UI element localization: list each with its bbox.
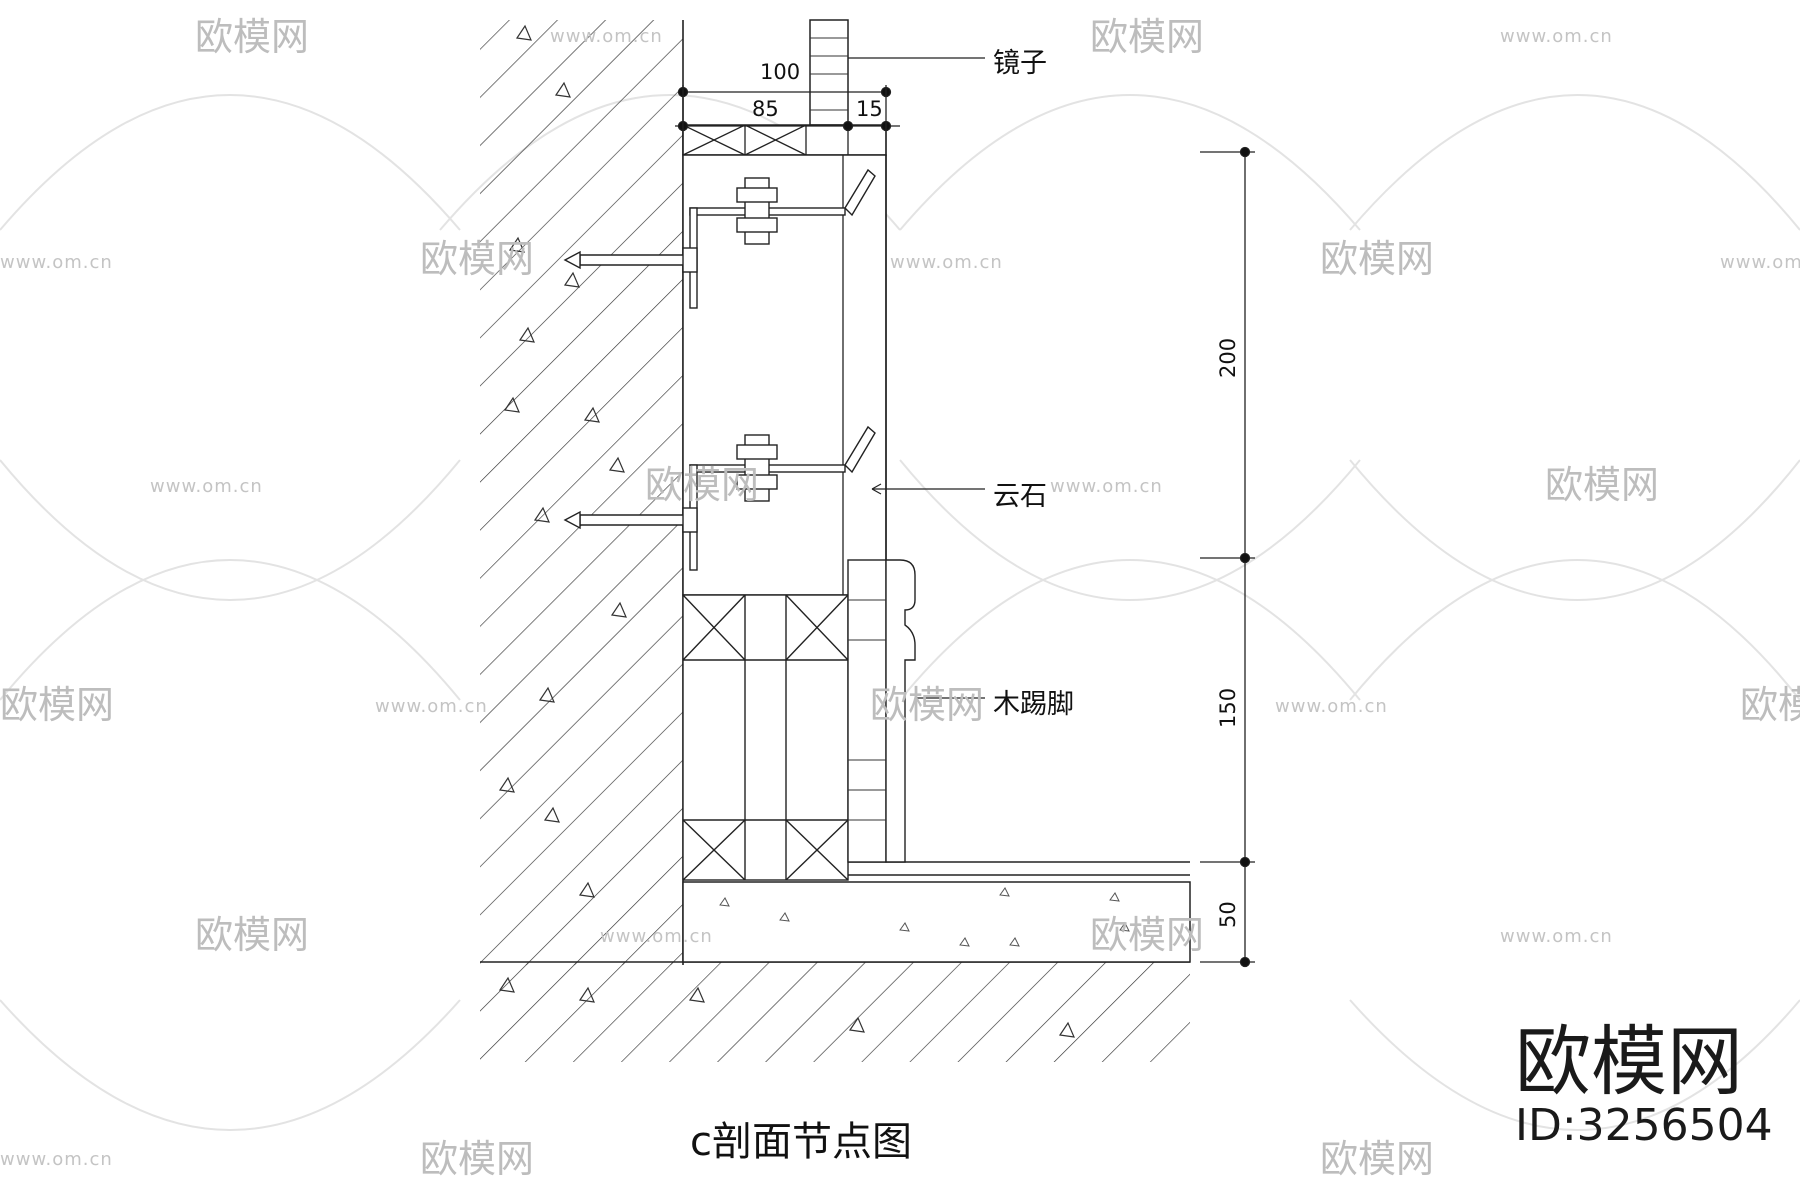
dim-right-lower: 50 (1216, 901, 1240, 928)
dim-top-total: 100 (760, 60, 800, 84)
right-dimensions (1200, 146, 1255, 968)
dim-top-left: 85 (752, 97, 779, 121)
label-marble: 云石 (993, 481, 1047, 512)
watermark-logo: 欧模网 (420, 1137, 534, 1181)
top-dimensions (675, 85, 900, 155)
watermark-logo: 欧模网 (195, 913, 309, 957)
wood-skirting (847, 559, 916, 863)
leaders (848, 57, 985, 699)
watermark-logo: 欧模网 (1545, 463, 1659, 507)
watermark-url: www.om.cn (1720, 252, 1800, 273)
wood-blocking (682, 594, 849, 881)
watermark-logo: 欧模网 (0, 683, 114, 727)
watermark-logo: 欧模网 (1320, 237, 1434, 281)
watermarks: 欧模网 欧模网 欧模网 欧模网 欧模网 欧模网 欧模网 欧模网 欧模网 欧模网 … (0, 15, 1800, 1181)
label-skirting: 木踢脚 (993, 689, 1074, 720)
watermark-url: www.om.cn (0, 1149, 113, 1170)
concrete-wall (480, 20, 684, 965)
dim-right-upper: 200 (1216, 338, 1240, 378)
watermark-logo: 欧模网 (420, 237, 534, 281)
watermark-url: www.om.cn (1050, 476, 1163, 497)
dim-right-middle: 150 (1216, 688, 1240, 728)
watermark-logo: 欧模网 (1740, 683, 1800, 727)
watermark-url: www.om.cn (150, 476, 263, 497)
watermark-url: www.om.cn (0, 252, 113, 273)
lower-bracket (563, 425, 876, 571)
brand-id: ID:3256504 (1515, 1100, 1773, 1151)
label-mirror: 镜子 (993, 48, 1047, 79)
brand-name: 欧模网 (1515, 1017, 1743, 1106)
drawing-title: c剖面节点图 (690, 1119, 912, 1165)
marble-panel (682, 154, 887, 862)
watermark-url: www.om.cn (1500, 926, 1613, 947)
watermark-logo: 欧模网 (1090, 913, 1204, 957)
watermark-logo: 欧模网 (870, 683, 984, 727)
watermark-logo: 欧模网 (645, 463, 759, 507)
dim-top-right: 15 (856, 97, 883, 121)
floor-slab (480, 961, 1190, 1062)
watermark-url: www.om.cn (890, 252, 1003, 273)
watermark-logo: 欧模网 (1090, 15, 1204, 59)
watermark-url: www.om.cn (550, 26, 663, 47)
watermark-url: www.om.cn (600, 926, 713, 947)
watermark-logo: 欧模网 (1320, 1137, 1434, 1181)
watermark-logo: 欧模网 (195, 15, 309, 59)
mirror-panel (682, 19, 887, 156)
screed-layer (682, 861, 1191, 963)
watermark-url: www.om.cn (375, 696, 488, 717)
watermark-url: www.om.cn (1275, 696, 1388, 717)
watermark-url: www.om.cn (1500, 26, 1613, 47)
upper-bracket (563, 168, 876, 309)
